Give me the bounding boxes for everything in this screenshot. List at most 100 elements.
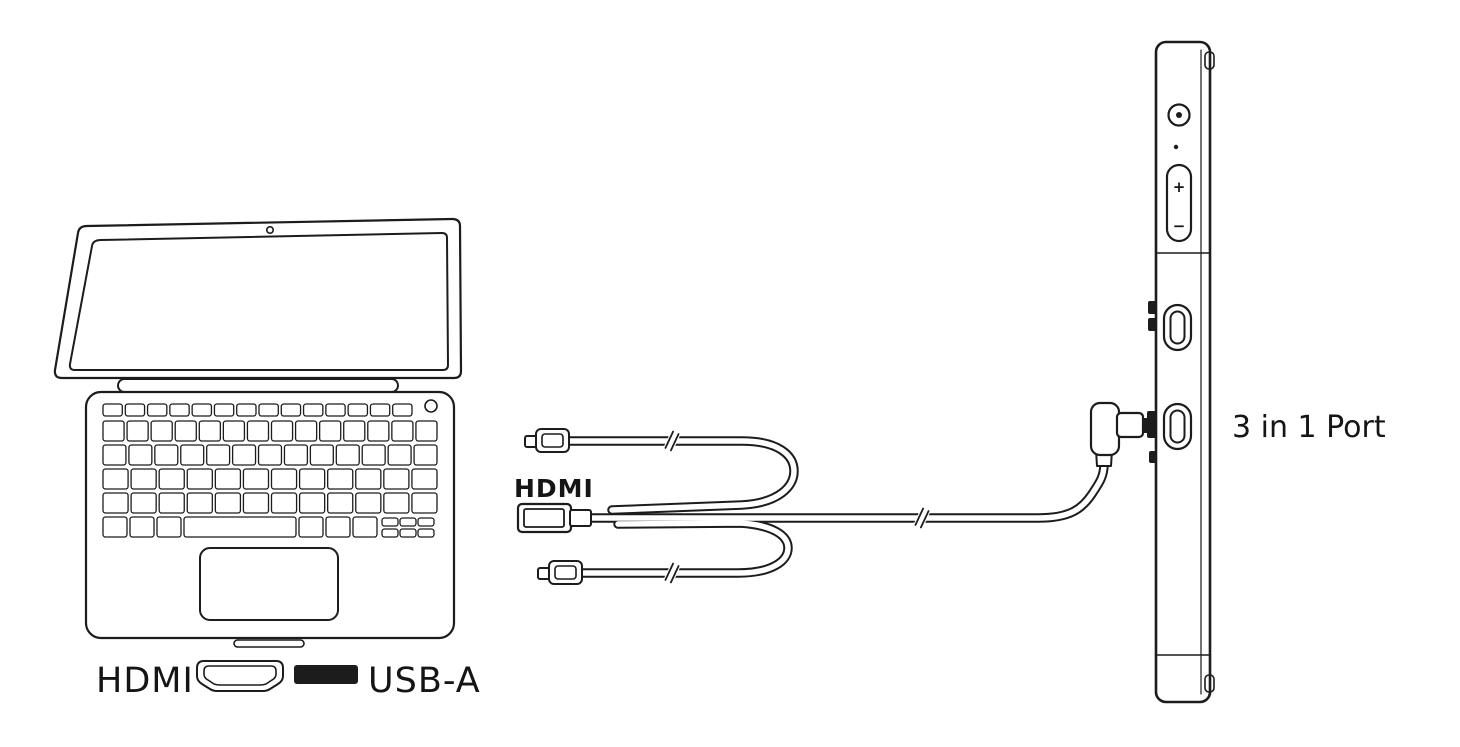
keyboard-key bbox=[102, 468, 129, 490]
keyboard-key bbox=[257, 444, 283, 466]
hdmi-legend-label: HDMI bbox=[96, 661, 194, 701]
usb-plug-top-icon bbox=[524, 428, 570, 453]
usb-c-port-lower-icon bbox=[1162, 402, 1193, 451]
keyboard-key bbox=[102, 516, 128, 538]
keyboard-key bbox=[298, 492, 326, 514]
keyboard-key bbox=[102, 492, 129, 514]
monitor-power-dot-icon bbox=[1176, 112, 1182, 118]
cable-bottom-run bbox=[575, 518, 793, 578]
keyboard-key bbox=[355, 492, 382, 514]
keyboard-key bbox=[387, 444, 412, 466]
laptop-lid bbox=[53, 217, 463, 380]
keyboard-key bbox=[391, 420, 414, 442]
keyboard-key bbox=[169, 403, 190, 417]
keyboard-key bbox=[327, 468, 354, 490]
keyboard-key bbox=[302, 403, 324, 417]
volume-rocker-icon bbox=[1165, 163, 1193, 243]
volume-down-label: − bbox=[1173, 217, 1186, 235]
cable-top-run bbox=[561, 436, 799, 515]
connector-legend: HDMI USB-A bbox=[96, 660, 481, 701]
keyboard-key bbox=[150, 420, 173, 442]
hdmi-plug-icon bbox=[516, 502, 592, 534]
keyboard-key bbox=[102, 403, 123, 417]
volume-up-label: + bbox=[1173, 178, 1186, 196]
keyboard-key bbox=[309, 444, 334, 466]
keyboard-key bbox=[355, 468, 382, 490]
keyboard-key bbox=[283, 444, 309, 466]
usb-c-port-upper-icon bbox=[1162, 303, 1193, 352]
keyboard-key bbox=[399, 528, 417, 538]
cable-break-mark bbox=[663, 562, 681, 584]
laptop-hinge bbox=[117, 378, 399, 393]
keyboard-key bbox=[236, 403, 257, 417]
keyboard-key bbox=[413, 444, 438, 466]
keyboard-key bbox=[198, 420, 222, 442]
keyboard-key bbox=[381, 517, 399, 527]
keyboard-key bbox=[318, 420, 342, 442]
keyboard-key bbox=[214, 492, 242, 514]
keyboard-key bbox=[102, 420, 125, 442]
right-angle-plug-icon bbox=[1089, 401, 1156, 467]
keyboard-key bbox=[298, 468, 326, 490]
trackpad bbox=[199, 547, 339, 621]
upper-edge-nub2-icon bbox=[1148, 318, 1157, 331]
keyboard-key bbox=[158, 492, 185, 514]
keyboard-key bbox=[325, 516, 351, 538]
keyboard-key bbox=[130, 468, 157, 490]
keyboard-key bbox=[352, 516, 378, 538]
keyboard-key bbox=[130, 492, 157, 514]
monitor-body bbox=[1154, 40, 1212, 704]
keyboard-key bbox=[214, 468, 242, 490]
keyboard-key bbox=[183, 516, 297, 538]
keyboard-key bbox=[270, 420, 294, 442]
keyboard-key bbox=[335, 444, 360, 466]
keyboard-key bbox=[213, 403, 235, 417]
keyboard-key bbox=[280, 403, 302, 417]
lower-edge-nub2-icon bbox=[1149, 451, 1157, 463]
keyboard-key bbox=[154, 444, 179, 466]
laptop-base bbox=[84, 390, 456, 640]
keyboard-key bbox=[343, 420, 366, 442]
keyboard-key bbox=[411, 468, 438, 490]
keyboard-key bbox=[191, 403, 213, 417]
keyboard-key bbox=[186, 468, 213, 490]
hdmi-logo: HDMI bbox=[514, 474, 594, 503]
keyboard-key bbox=[294, 420, 318, 442]
upper-edge-nub-icon bbox=[1148, 301, 1157, 314]
keyboard-key bbox=[381, 528, 399, 538]
laptop-foot bbox=[233, 639, 305, 648]
monitor-side-view: + − bbox=[1147, 40, 1215, 704]
keyboard-key bbox=[231, 444, 257, 466]
power-button-icon bbox=[424, 399, 438, 413]
keyboard-key bbox=[383, 492, 410, 514]
keyboard-key bbox=[327, 492, 354, 514]
keyboard-key bbox=[156, 516, 182, 538]
power-led-icon bbox=[1173, 144, 1179, 150]
keyboard-key bbox=[417, 517, 435, 527]
keyboard-key bbox=[399, 517, 417, 527]
keyboard-key bbox=[325, 403, 346, 417]
three-in-one-cable: HDMI bbox=[514, 401, 1156, 585]
keyboard-key bbox=[124, 403, 146, 417]
keyboard-key bbox=[222, 420, 246, 442]
keyboard-key bbox=[347, 403, 369, 417]
keyboard-keys bbox=[102, 403, 438, 538]
usb-plug-bottom-icon bbox=[537, 560, 583, 585]
monitor-power-button-icon bbox=[1167, 103, 1191, 127]
keyboard-key bbox=[383, 468, 410, 490]
usb-a-legend-label: USB-A bbox=[368, 661, 481, 701]
keyboard-key bbox=[126, 420, 149, 442]
keyboard-key bbox=[411, 492, 438, 514]
cable-break-mark bbox=[913, 507, 931, 529]
keyboard-key bbox=[206, 444, 231, 466]
keyboard-key bbox=[158, 468, 185, 490]
keyboard-key bbox=[242, 492, 270, 514]
keyboard-key bbox=[417, 528, 435, 538]
keyboard-key bbox=[361, 444, 386, 466]
port-label: 3 in 1 Port bbox=[1232, 410, 1386, 445]
keyboard-key bbox=[367, 420, 390, 442]
cable-break-mark bbox=[663, 430, 681, 452]
laptop-screen bbox=[68, 232, 449, 371]
keyboard-key bbox=[242, 468, 270, 490]
keyboard-key bbox=[129, 516, 155, 538]
